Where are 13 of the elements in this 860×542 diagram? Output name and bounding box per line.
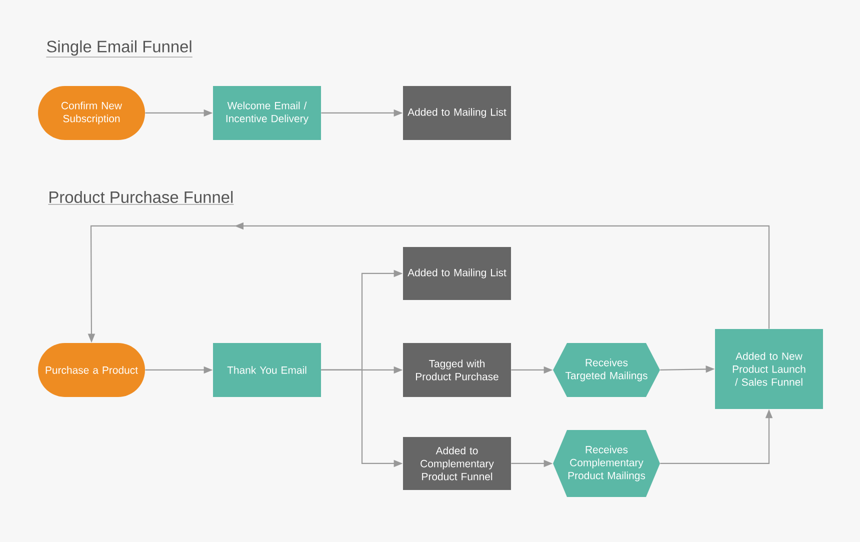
result-box: Added to Mailing List bbox=[403, 246, 511, 300]
section-heading: Single Email Funnel bbox=[46, 40, 193, 58]
process-box: Added to New Product Launch / Sales Funnel bbox=[715, 328, 823, 409]
result-box: Added to Complementary Product Funnel bbox=[403, 436, 511, 490]
process-box: Thank You Email bbox=[213, 342, 321, 397]
start-pill: Purchase a Product bbox=[38, 342, 145, 397]
section-heading: Product Purchase Funnel bbox=[48, 190, 234, 205]
result-box: Added to Mailing List bbox=[403, 86, 511, 140]
start-pill: Confirm New Subscription bbox=[38, 86, 145, 140]
mailing-hexagon: Receives Targeted Mailings bbox=[553, 342, 660, 397]
process-box: Welcome Email / Incentive Delivery bbox=[213, 86, 321, 140]
mailing-hexagon: Receives Complementary Product Mailings bbox=[553, 430, 660, 497]
result-box: Tagged with Product Purchase bbox=[403, 342, 511, 397]
